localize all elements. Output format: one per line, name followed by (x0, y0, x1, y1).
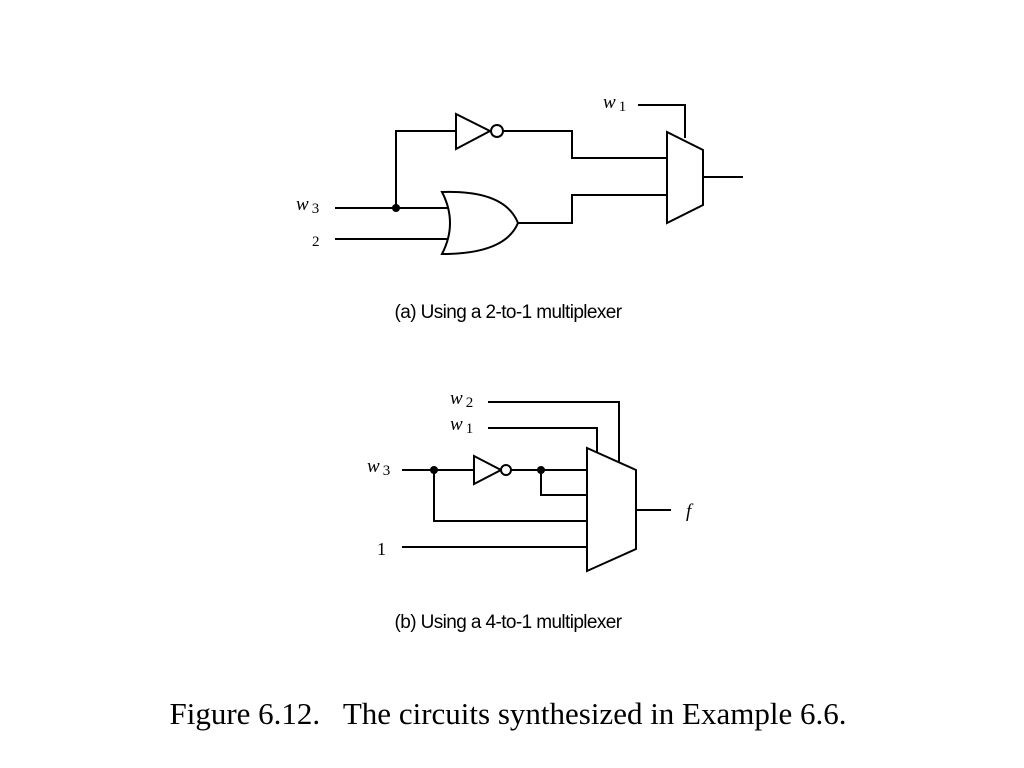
wire-b-w3-branch (433, 470, 587, 522)
wire-b-not-branch (540, 470, 587, 496)
wire-a-branch (395, 130, 456, 208)
label-a-w2: 2 (312, 234, 320, 250)
caption-a: (a) Using a 2-to-1 multiplexer (395, 302, 623, 323)
wire-a-or-out (518, 194, 667, 224)
figure-caption: Figure 6.12. The circuits synthesized in… (170, 696, 847, 731)
wire-a-w1-select (638, 104, 686, 138)
not-gate-a (455, 112, 493, 151)
wire-b-w1-select (488, 427, 598, 452)
wire-b-w2-select (488, 401, 620, 462)
or-gate-a (440, 190, 520, 256)
label-b-f: f (686, 501, 694, 522)
not-bubble-a (490, 124, 504, 138)
not-gate-b (473, 454, 504, 486)
mux-4to1 (586, 446, 637, 573)
not-bubble-b (500, 464, 512, 476)
mux-2to1 (666, 130, 704, 225)
junction-a (392, 204, 400, 212)
wire-a-not-out (503, 130, 667, 159)
label-b-one: 1 (377, 539, 386, 559)
caption-b: (b) Using a 4-to-1 multiplexer (395, 612, 623, 633)
